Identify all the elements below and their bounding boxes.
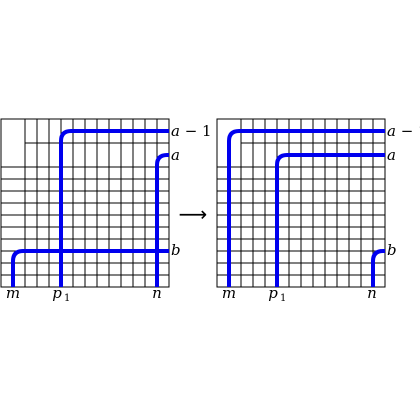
left-frame: [0, 118, 170, 288]
label-p1-sub-left: 1: [64, 293, 70, 304]
right-right-labels: a − 1 a b: [387, 122, 420, 259]
right-frame: [216, 118, 386, 288]
label-n-left: n: [152, 284, 162, 302]
label-m-right: m: [222, 284, 236, 302]
label-b-left: b: [171, 241, 181, 259]
right-lattice-path-2: [371, 249, 385, 287]
right-lattice-path-1: [275, 153, 385, 287]
right-bottom-labels: m p 1 n: [222, 284, 377, 304]
label-a-minus-1-left: a − 1: [171, 122, 212, 140]
label-n-right: n: [367, 284, 377, 302]
left-bottom-labels: m p 1 n: [6, 284, 162, 304]
label-a-right: a: [387, 146, 396, 164]
label-a-left: a: [171, 146, 180, 164]
left-lattice-path-0: [11, 249, 169, 287]
transform-arrow: ⟶: [179, 202, 208, 226]
left-lattice-path-1: [59, 129, 169, 287]
label-p1-right: p: [268, 284, 278, 302]
label-p1-sub-right: 1: [280, 293, 286, 304]
label-p1-left: p: [52, 284, 62, 302]
left-lattice-panel: [0, 118, 170, 288]
right-lattice-panel: [216, 118, 386, 288]
label-a-minus-1-right: a − 1: [387, 122, 420, 140]
right-lattice-path-0: [227, 129, 385, 287]
label-b-right: b: [387, 241, 397, 259]
left-right-labels: a − 1 a b: [171, 122, 212, 259]
left-lattice-path-2: [155, 153, 169, 287]
label-m-left: m: [6, 284, 20, 302]
